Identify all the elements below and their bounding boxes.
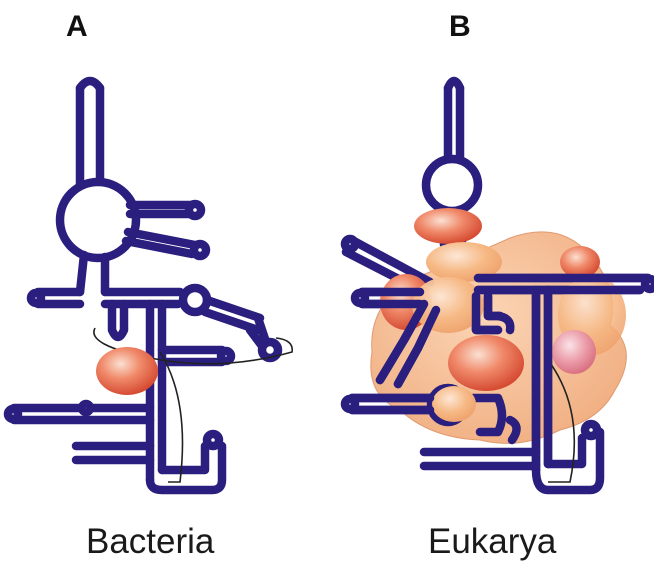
- bacteria-rna-structure: [8, 81, 292, 490]
- caption-bacteria: Bacteria: [86, 522, 214, 562]
- bacteria-protein: [96, 347, 158, 395]
- caption-eukarya: Eukarya: [428, 522, 556, 562]
